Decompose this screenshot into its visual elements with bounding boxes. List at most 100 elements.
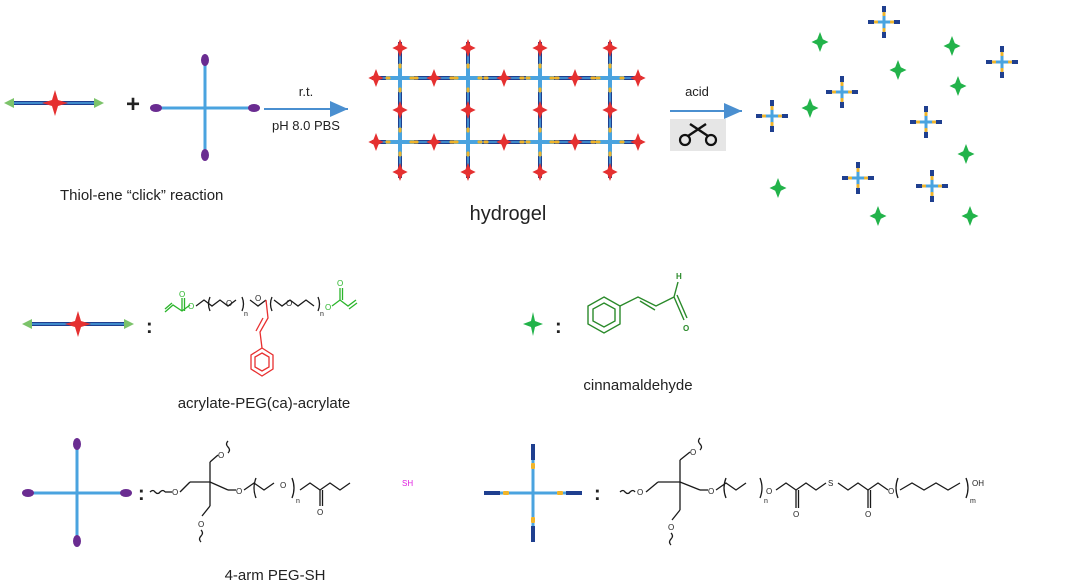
thioether-dot xyxy=(922,184,926,188)
atom-o: O xyxy=(255,294,261,303)
hydrogel-cinnamaldehyde-star xyxy=(532,163,548,181)
thioether-dot xyxy=(778,114,782,118)
hydrogel-cinnamaldehyde-star xyxy=(368,133,384,151)
hydrogel-cinnamaldehyde-star xyxy=(602,39,618,57)
thioether-dot xyxy=(483,140,489,144)
thioether-dot xyxy=(453,76,459,80)
atom-o: O xyxy=(188,302,194,311)
released-cinnamaldehyde-star xyxy=(811,32,829,52)
thioether-dot xyxy=(608,63,612,69)
thioether-dot xyxy=(483,76,489,80)
released-cinnamaldehyde-star xyxy=(889,60,907,80)
thioether-dot xyxy=(466,127,470,133)
repeat-n: n xyxy=(764,498,768,505)
thioether-dot xyxy=(590,140,596,144)
hydrogel-cinnamaldehyde-star xyxy=(532,39,548,57)
thioether-dot xyxy=(608,151,612,157)
thioether-dot xyxy=(848,176,852,180)
thioether-dot xyxy=(525,76,531,80)
legend-acrylate-symbol xyxy=(22,311,134,337)
thioether-dot xyxy=(992,60,996,64)
four-arm-peg-sh xyxy=(150,54,260,161)
released-cinnamaldehyde-star xyxy=(943,36,961,56)
thioether-dot xyxy=(519,140,525,144)
thioether-dot xyxy=(856,168,860,172)
hydrogel-cinnamaldehyde-star xyxy=(567,69,583,87)
hydrogel-cinnamaldehyde-star xyxy=(496,69,512,87)
atom-o: O xyxy=(683,324,689,333)
released-cinnamaldehyde-star xyxy=(801,98,819,118)
scissors-icon xyxy=(670,119,726,151)
thioether-dot xyxy=(398,151,402,157)
hydrogel-cinnamaldehyde-star xyxy=(630,133,646,151)
atom-h: H xyxy=(676,272,682,281)
condition-temperature: r.t. xyxy=(299,84,313,99)
atom-o: O xyxy=(337,279,343,288)
thioether-dot xyxy=(856,184,860,188)
peg-sh-structure: O O O O O n O SH xyxy=(149,440,413,543)
thioether-dot xyxy=(453,140,459,144)
repeat-m: m xyxy=(970,498,976,505)
atom-o: O xyxy=(280,481,286,490)
atom-o: O xyxy=(172,488,178,497)
thioether-dot xyxy=(930,176,934,180)
thioether-dot xyxy=(525,140,531,144)
thioether-dot xyxy=(608,127,612,133)
thioether-dot xyxy=(503,491,509,495)
condition-buffer: pH 8.0 PBS xyxy=(272,118,340,133)
thioether-dot xyxy=(864,176,868,180)
hydrogel-cinnamaldehyde-star xyxy=(392,39,408,57)
thioether-dot xyxy=(770,122,774,126)
atom-o: O xyxy=(198,520,204,529)
hydrogel-cinnamaldehyde-star xyxy=(630,69,646,87)
released-cinnamaldehyde-star xyxy=(961,206,979,226)
hydrogel-cinnamaldehyde-star xyxy=(392,101,408,119)
thioether-dot xyxy=(840,82,844,86)
thioether-dot xyxy=(409,76,415,80)
hydrogel-cinnamaldehyde-star xyxy=(460,163,476,181)
hydrogel-label: hydrogel xyxy=(470,203,547,225)
thioether-dot xyxy=(890,20,894,24)
atom-sh: SH xyxy=(402,479,413,488)
hydrogel-cinnamaldehyde-star xyxy=(426,133,442,151)
atom-o: O xyxy=(236,487,242,496)
atom-o: O xyxy=(668,523,674,532)
atom-o: O xyxy=(690,448,696,457)
atom-o: O xyxy=(218,451,224,460)
hydrogel-network xyxy=(368,39,646,181)
thioether-dot xyxy=(619,140,625,144)
thioether-dot xyxy=(449,140,455,144)
thioether-dot xyxy=(531,517,535,523)
thioether-dot xyxy=(466,151,470,157)
hydrogel-cinnamaldehyde-star xyxy=(368,69,384,87)
thioether-dot xyxy=(538,87,542,93)
repeat-n: n xyxy=(244,311,248,318)
thioether-dot xyxy=(557,491,563,495)
acid-label: acid xyxy=(685,84,709,99)
thioether-dot xyxy=(549,76,555,80)
thioether-dot xyxy=(449,76,455,80)
hydrogel-cinnamaldehyde-star xyxy=(426,69,442,87)
thioether-dot xyxy=(531,463,535,469)
legend-peg-sh-symbol xyxy=(22,438,132,547)
thioether-dot xyxy=(1000,68,1004,72)
hydrogel-cinnamaldehyde-star xyxy=(602,163,618,181)
thioether-dot xyxy=(924,128,928,132)
thioether-dot xyxy=(770,106,774,110)
thioether-dot xyxy=(932,120,936,124)
thioether-dot xyxy=(832,90,836,94)
atom-o: O xyxy=(888,487,894,496)
acrylate-name: acrylate-PEG(ca)-acrylate xyxy=(178,395,351,412)
atom-o: O xyxy=(708,487,714,496)
reaction-caption: Thiol-ene “click” reaction xyxy=(60,187,223,204)
plus-sign: + xyxy=(126,91,140,118)
thioether-dot xyxy=(590,76,596,80)
thioether-dot xyxy=(385,140,391,144)
hydrogel-cinnamaldehyde-star xyxy=(567,133,583,151)
thioether-dot xyxy=(466,87,470,93)
hydrogel-cinnamaldehyde-star xyxy=(392,163,408,181)
legend-cinnamaldehyde-symbol xyxy=(523,312,543,336)
cinnamaldehyde-structure: H O xyxy=(587,272,689,334)
thioether-dot xyxy=(554,140,560,144)
